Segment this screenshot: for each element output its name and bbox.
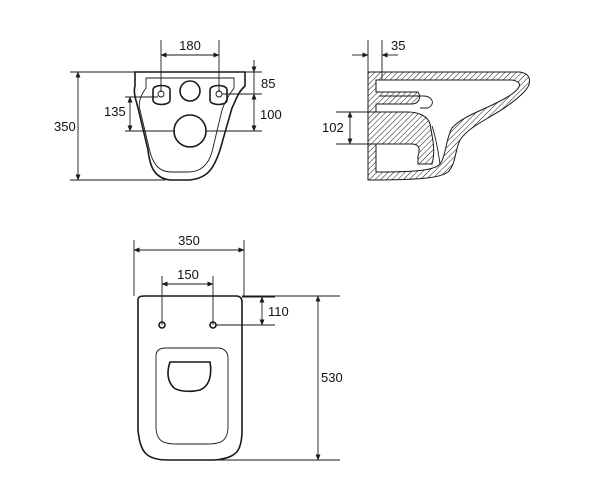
- front-inlet-offset-label: 135: [104, 104, 126, 119]
- top-view: 350 150 110 530: [133, 233, 343, 461]
- side-outlet-height-label: 102: [322, 120, 344, 135]
- mounting-slot-left: [152, 84, 171, 106]
- front-outlet-offset-label: 100: [260, 107, 282, 122]
- mounting-slot-right: [209, 84, 228, 106]
- top-length-label: 530: [321, 370, 343, 385]
- outlet-hole: [173, 114, 207, 148]
- front-view: 180 350 135 85 100: [54, 38, 282, 181]
- bowl-opening: [167, 361, 212, 393]
- front-top-offset-label: 85: [261, 76, 275, 91]
- front-width-label: 180: [179, 38, 201, 53]
- seat-opening: [155, 347, 229, 445]
- seat-outline: [137, 295, 243, 461]
- front-height-label: 350: [54, 119, 76, 134]
- top-hole-spacing-label: 150: [177, 267, 199, 282]
- side-view: 35 102: [322, 38, 530, 181]
- top-width-label: 350: [178, 233, 200, 248]
- water-inlet-hole: [179, 80, 201, 102]
- top-hole-offset-label: 110: [268, 304, 289, 319]
- side-depth-label: 35: [391, 38, 405, 53]
